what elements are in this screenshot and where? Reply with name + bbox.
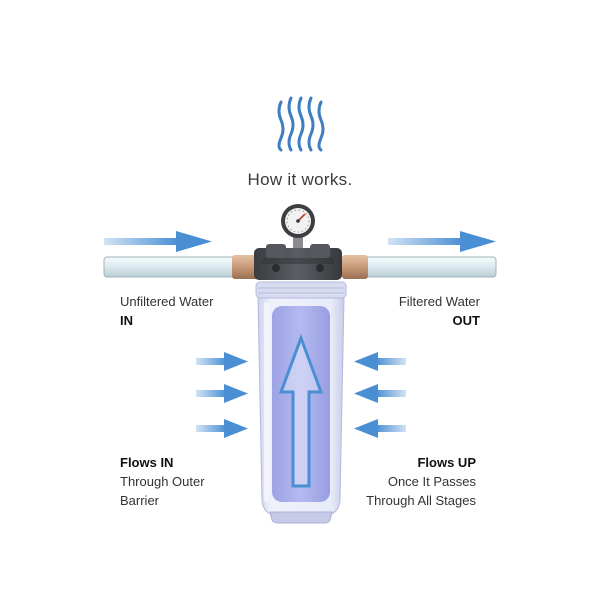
right-inflow-arrow <box>354 352 406 371</box>
flows-in-label: Flows IN Through Outer Barrier <box>120 453 205 510</box>
right-inflow-arrow <box>354 419 406 438</box>
left-inflow-arrow <box>196 419 248 438</box>
page-title: How it works. <box>247 170 353 189</box>
wave-logo-icon <box>277 96 325 152</box>
flows-in-line-2: Through Outer <box>120 474 205 489</box>
left-inflow-arrows <box>196 352 248 438</box>
outlet-label-emphasis: OUT <box>452 313 480 328</box>
inlet-label: Unfiltered Water IN <box>120 292 213 330</box>
flows-up-line-3: Through All Stages <box>366 493 476 508</box>
inlet-pipe <box>103 255 258 279</box>
flows-up-label: Flows UP Once It Passes Through All Stag… <box>366 453 476 510</box>
right-inflow-arrows <box>354 352 406 438</box>
right-inflow-arrow <box>354 384 406 403</box>
flows-in-line-3: Barrier <box>120 493 160 508</box>
outlet-arrow <box>388 231 496 252</box>
outlet-label: Filtered Water OUT <box>399 292 480 330</box>
flows-up-heading: Flows UP <box>417 455 476 470</box>
upflow-arrow <box>278 333 324 488</box>
left-inflow-arrow <box>196 352 248 371</box>
flows-in-heading: Flows IN <box>120 455 174 470</box>
left-inflow-arrow <box>196 384 248 403</box>
outlet-label-text: Filtered Water <box>398 294 480 309</box>
inlet-label-emphasis: IN <box>120 313 133 328</box>
filter-cap <box>254 244 342 280</box>
pressure-gauge-icon <box>281 204 315 250</box>
filter-housing <box>255 281 347 524</box>
inlet-label-text: Unfiltered Water <box>120 294 214 309</box>
inlet-arrow <box>104 231 212 252</box>
outlet-pipe <box>342 255 497 279</box>
flows-up-line-2: Once It Passes <box>387 474 476 489</box>
